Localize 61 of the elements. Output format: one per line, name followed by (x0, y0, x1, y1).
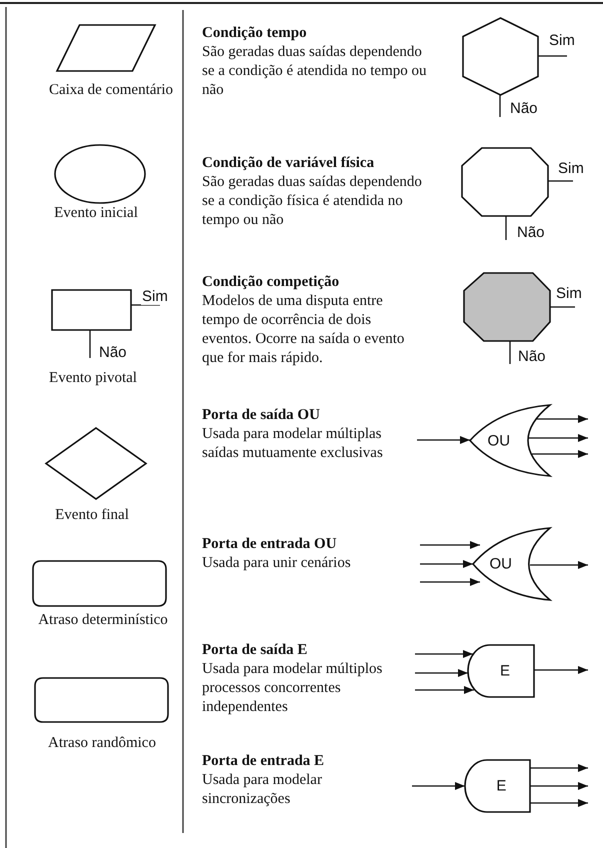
symbol-caption: Caixa de comentário (48, 81, 174, 100)
gate-label: E (500, 662, 510, 680)
symbol-heading: Condição tempo (202, 24, 308, 43)
symbol-heading: Porta de entrada OU (202, 535, 338, 554)
arrow (530, 561, 588, 569)
symbol-description: Usada para modelar múltiplos processos concorrentes independentes (202, 660, 384, 717)
arrow (534, 666, 588, 674)
branch-line (499, 95, 501, 117)
arrow (530, 782, 588, 790)
symbol-caption: Atraso randômico (48, 734, 156, 753)
arrow (417, 436, 470, 444)
arrow (530, 799, 588, 807)
branch-line (505, 216, 507, 240)
symbol-caption: Atraso determinístico (38, 611, 168, 630)
arrow (415, 686, 474, 694)
octagon (464, 273, 550, 341)
symbol-description: Usada para unir cenários (202, 554, 352, 573)
or-gate-symbol (473, 528, 550, 600)
arrow (412, 782, 465, 790)
symbol-heading: Porta de saída OU (202, 406, 321, 425)
edge-label: Sim (141, 288, 169, 305)
arrow (528, 434, 588, 442)
symbol-description: Usada para modelar múltiplas saídas mutuamente exclusivas (202, 425, 384, 463)
arrow (532, 450, 588, 458)
arrow (420, 541, 480, 549)
symbol-description: São geradas duas saídas dependendo se a condição física é atendida no tempo ou não (202, 173, 423, 230)
branch-line (548, 180, 573, 182)
branch-line (550, 306, 575, 308)
gate-label: E (496, 778, 506, 794)
diamond (46, 428, 146, 499)
and-gate-symbol (465, 760, 530, 812)
branch-line (131, 304, 160, 306)
symbol-description: Modelos de uma disputa entre tempo de ocorrência de dois eventos. Ocorre na saída o evento que for mais rápido. (202, 292, 406, 368)
symbol-heading: Porta de entrada E (202, 752, 326, 771)
arrow (530, 764, 588, 772)
ellipse (55, 145, 145, 203)
symbol-heading: Porta de saída E (202, 641, 308, 660)
symbol-caption: Evento pivotal (49, 369, 137, 388)
symbol-heading: Condição de variável física (202, 154, 376, 173)
branch-line (509, 341, 511, 364)
symbol-description: São geradas duas saídas dependendo se a condição é atendida no tempo ou não (202, 43, 428, 100)
octagon (462, 148, 548, 216)
gate-label: OU (488, 432, 510, 449)
rectangle (52, 290, 131, 330)
arrow (415, 650, 473, 658)
or-gate-symbol (470, 405, 550, 476)
and-gate-symbol (468, 645, 534, 697)
hexagon (463, 18, 538, 95)
arrow (420, 560, 473, 568)
branch-line (538, 55, 567, 57)
symbol-caption: Evento inicial (54, 204, 138, 223)
rounded-rectangle (33, 561, 166, 606)
arrow (420, 578, 480, 586)
parallelogram (57, 25, 155, 71)
gate-label: OU (489, 556, 512, 572)
rounded-rectangle (35, 678, 168, 722)
symbol-description: Usada para modelar sincronizações (202, 771, 323, 809)
symbol-heading: Condição competição (202, 273, 340, 292)
symbol-caption: Evento final (55, 506, 129, 525)
arrow (415, 669, 468, 677)
branch-line (89, 330, 91, 358)
